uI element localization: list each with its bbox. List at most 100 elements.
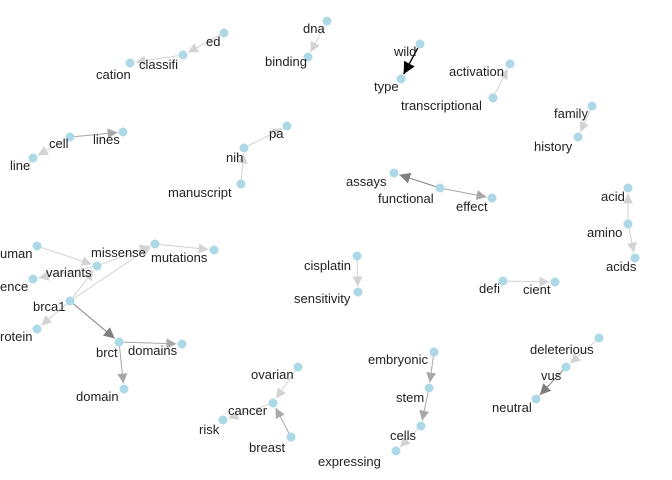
- node-domains: [177, 339, 187, 349]
- node-label-vus: vus: [541, 368, 562, 383]
- node-label-protein: rotein: [0, 329, 33, 344]
- node-label-ovarian: ovarian: [251, 367, 294, 382]
- edge-embryonic-to-stem: [426, 356, 437, 383]
- edge-brct-to-domains: [123, 338, 177, 349]
- node-line: [28, 153, 38, 163]
- node-label-cells: cells: [390, 428, 417, 443]
- edge-brca1-to-brct: [73, 303, 116, 339]
- node-stem: [424, 383, 434, 393]
- node-pa: [282, 121, 292, 131]
- edge-cells-to-expressing: [399, 428, 419, 448]
- node-label-mutations: mutations: [151, 250, 208, 265]
- edge-stem-to-cells: [419, 392, 430, 421]
- node-family: [587, 101, 597, 111]
- node-mutations: [209, 245, 219, 255]
- node-variants: [92, 261, 102, 271]
- edge-cell-to-line: [37, 138, 67, 156]
- node-label-cisplatin: cisplatin: [304, 258, 351, 273]
- edge-defi-to-cient: [507, 276, 550, 287]
- node-human: [32, 241, 42, 251]
- node-label-effect: effect: [456, 199, 488, 214]
- node-label-risk: risk: [199, 422, 220, 437]
- node-classifi: [178, 50, 188, 60]
- node-label-binding: binding: [265, 54, 307, 69]
- node-missense: [150, 239, 160, 249]
- node-history: [573, 132, 583, 142]
- node-label-breast: breast: [249, 440, 286, 455]
- node-vus: [561, 362, 571, 372]
- node-sensitivity: [353, 287, 363, 297]
- edge-ovarian-to-cancer: [275, 370, 296, 399]
- node-transcriptional: [488, 93, 498, 103]
- node-ovarian: [293, 362, 303, 372]
- node-label-family: family: [554, 106, 588, 121]
- node-label-lines: lines: [93, 132, 120, 147]
- node-neutral: [531, 394, 541, 404]
- node-label-defi: defi: [479, 281, 500, 296]
- node-embryonic: [429, 347, 439, 357]
- edge-vus-to-neutral: [539, 369, 564, 396]
- edge-transcriptional-to-activation: [494, 68, 508, 95]
- node-protein: [32, 324, 42, 334]
- node-label-acids: acids: [606, 259, 637, 274]
- node-label-missense: missense: [91, 245, 146, 260]
- edge-brca1-to-protein: [40, 303, 67, 326]
- node-manuscript: [236, 179, 246, 189]
- node-ed: [219, 28, 229, 38]
- node-label-classifi: classifi: [139, 57, 178, 72]
- node-cancer: [268, 398, 278, 408]
- node-nih: [239, 143, 249, 153]
- node-label-functional: functional: [378, 191, 434, 206]
- edge-human-to-variants: [41, 246, 92, 266]
- edge-functional-to-effect: [444, 188, 487, 200]
- node-cell: [65, 132, 75, 142]
- node-label-dna: dna: [303, 21, 325, 36]
- node-label-nih: nih: [226, 150, 243, 165]
- node-acid: [623, 183, 633, 193]
- node-breast: [286, 432, 296, 442]
- node-label-wild: wild: [393, 44, 416, 59]
- edge-nih-to-pa: [247, 128, 283, 147]
- node-label-stem: stem: [396, 390, 424, 405]
- node-functional: [435, 183, 445, 193]
- edge-wild-to-type: [403, 47, 419, 75]
- edge-breast-to-cancer: [275, 407, 290, 434]
- node-sequence: [28, 274, 38, 284]
- node-assays: [389, 168, 399, 178]
- node-brca1: [65, 296, 75, 306]
- node-wild: [415, 39, 425, 49]
- node-brct: [114, 337, 124, 347]
- edge-cancer-to-risk: [228, 403, 269, 420]
- edge-variants-to-sequence: [38, 266, 93, 281]
- node-dna: [322, 16, 332, 26]
- node-risk: [218, 415, 228, 425]
- node-label-assays: assays: [346, 174, 387, 189]
- node-label-brca1: brca1: [33, 299, 66, 314]
- edges-layer: [37, 24, 637, 448]
- node-type: [396, 74, 406, 84]
- edge-cisplatin-to-sensitivity: [352, 260, 363, 287]
- node-label-human: uman: [0, 246, 33, 261]
- node-defi: [498, 276, 508, 286]
- node-cisplatin: [352, 251, 362, 261]
- node-label-cient: cient: [523, 282, 551, 297]
- node-label-history: history: [534, 139, 573, 154]
- nodes-layer: [28, 16, 640, 456]
- node-effect: [487, 193, 497, 203]
- node-label-cell: cell: [49, 136, 69, 151]
- node-label-pa: pa: [269, 126, 284, 141]
- node-amino: [623, 219, 633, 229]
- node-label-amino: amino: [587, 225, 622, 240]
- node-label-cancer: cancer: [228, 403, 268, 418]
- node-acids: [630, 253, 640, 263]
- edge-missense-to-mutations: [159, 243, 209, 254]
- node-label-domain: domain: [76, 389, 119, 404]
- edge-cell-to-lines: [74, 128, 118, 139]
- node-label-transcriptional: transcriptional: [401, 98, 482, 113]
- edge-dna-to-binding: [310, 24, 326, 53]
- edge-functional-to-assays: [399, 172, 436, 188]
- labels-layer: edclassificationdnabindingwildtypeactiva…: [0, 21, 637, 469]
- node-cation: [125, 58, 135, 68]
- edge-brca1-to-missense: [73, 246, 151, 299]
- node-deleterious: [594, 333, 604, 343]
